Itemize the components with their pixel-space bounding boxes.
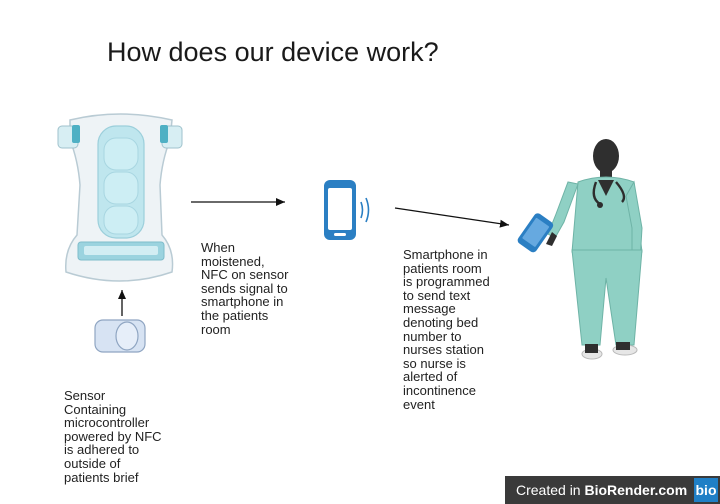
badge-text: Created in BioRender.com [516, 482, 687, 498]
caption-line: moistened, [201, 253, 265, 269]
moistened-caption: When moistened, NFC on sensor sends sign… [201, 241, 288, 336]
caption-line: When [201, 240, 235, 255]
caption-line: the patients [201, 307, 269, 323]
sensor-icon [94, 319, 146, 353]
caption-line: incontinence [403, 382, 476, 398]
caption-line: nurses station [403, 342, 484, 358]
badge-prefix: Created in [516, 482, 585, 498]
arrow-phone-to-nurse [394, 207, 510, 228]
caption-line: Smartphone in [403, 247, 488, 262]
caption-line: to send text [403, 287, 471, 303]
phone-in-hand-icon [517, 213, 554, 253]
caption-line: is programmed [403, 274, 490, 290]
caption-line: Sensor [64, 388, 106, 403]
caption-line: is adhered to [64, 442, 140, 458]
diaper-icon [57, 113, 183, 282]
nurse-icon [546, 139, 643, 360]
caption-line: number to [403, 328, 462, 344]
caption-line: outside of [64, 455, 121, 471]
caption-line: smartphone in [201, 294, 284, 310]
smartphone-icon [324, 180, 370, 240]
caption-line: denoting bed [403, 314, 479, 330]
biorender-badge[interactable]: Created in BioRender.com bio [505, 476, 720, 504]
caption-line: message [403, 301, 456, 317]
smartphone-caption: Smartphone in patients room is programme… [403, 248, 490, 411]
caption-line: microcontroller [64, 415, 150, 431]
caption-line: alerted of [403, 369, 458, 385]
caption-line: patients brief [64, 469, 139, 485]
caption-line: NFC on sensor [201, 267, 289, 283]
page-title: How does our device work? [107, 37, 439, 67]
caption-line: patients room [403, 260, 482, 276]
sensor-caption: Sensor Containing microcontroller powere… [64, 389, 162, 484]
caption-line: powered by NFC [64, 428, 162, 444]
biorender-logo-icon: bio [694, 478, 718, 502]
caption-line: so nurse is [403, 355, 466, 371]
caption-line: sends signal to [201, 280, 288, 296]
badge-brand: BioRender.com [584, 482, 688, 498]
caption-line: Containing [64, 401, 127, 417]
caption-line: event [403, 396, 435, 412]
caption-line: room [201, 321, 231, 337]
